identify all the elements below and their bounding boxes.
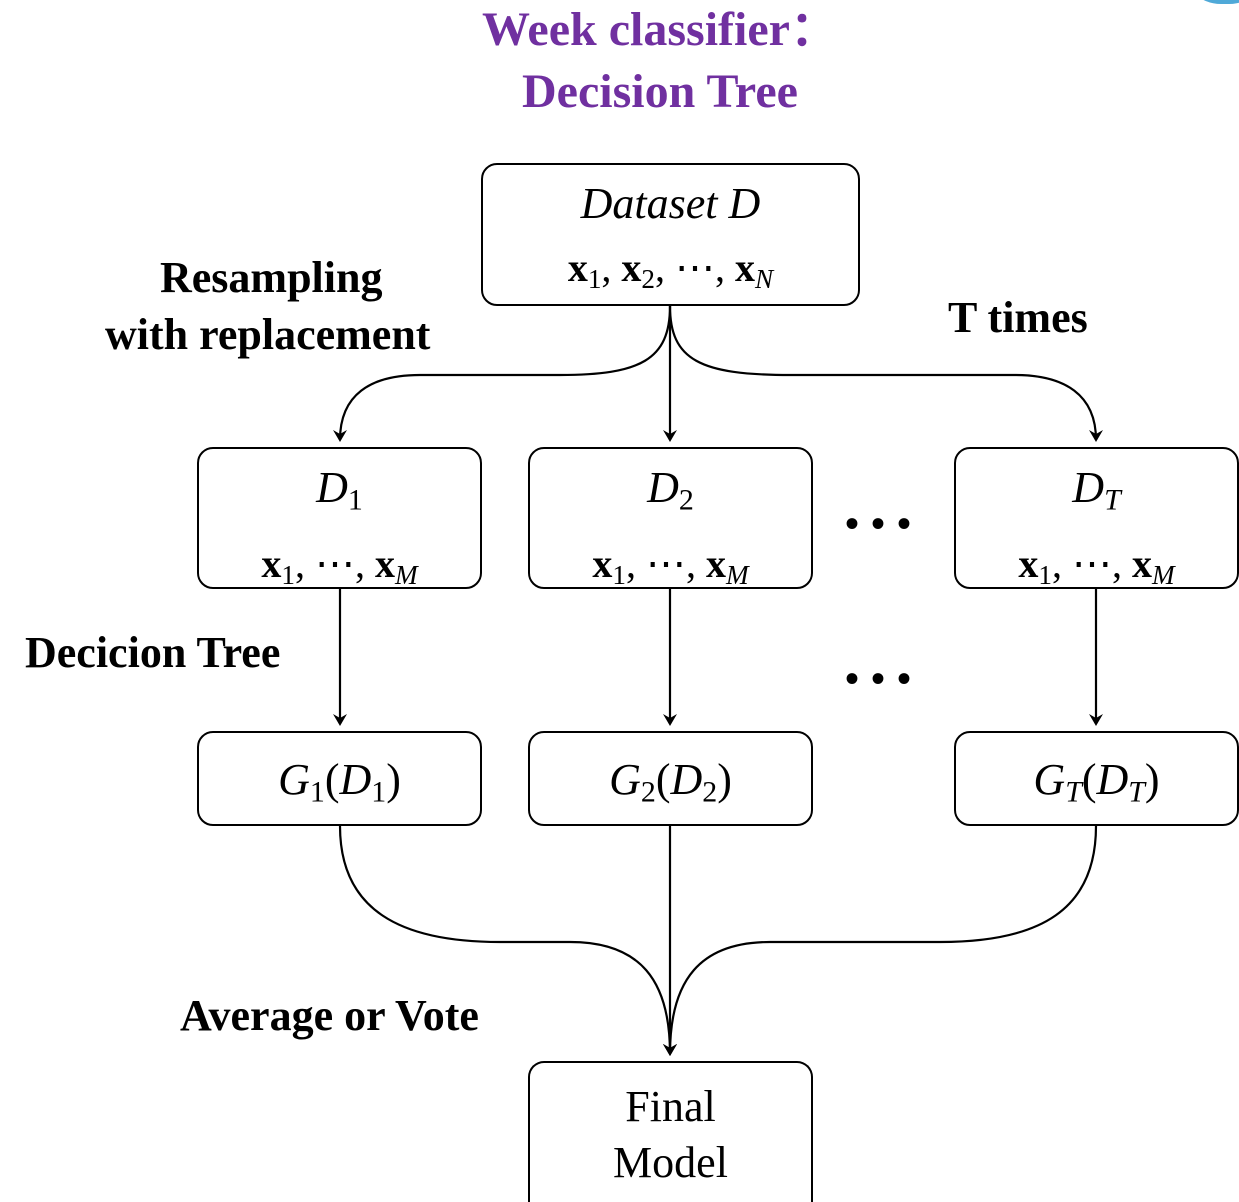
model-label: G1(D1) <box>278 755 401 809</box>
sub: 1 <box>587 263 602 294</box>
edge-dataset-to-dt <box>668 305 1103 442</box>
var-x: x <box>261 541 282 587</box>
model-box-1: G1(D1) <box>197 731 482 826</box>
resampling-label-line2: with replacement <box>105 310 431 359</box>
subset-title: DT <box>956 461 1237 527</box>
model-d: D <box>1096 755 1129 804</box>
model-g: G <box>1033 755 1066 804</box>
sub: 2 <box>702 775 718 809</box>
edge-g1-to-final <box>338 825 677 1056</box>
model-d: D <box>339 755 372 804</box>
subset-box-2: D2 x1, ⋯, xM <box>528 447 813 590</box>
model-d: D <box>670 755 703 804</box>
sub: M <box>725 560 749 591</box>
slide-title-line1: Week classifier： <box>482 3 838 56</box>
subset-vars: x1, ⋯, xM <box>1018 541 1175 591</box>
subset-title: D2 <box>530 461 811 527</box>
sub: 1 <box>1038 560 1052 591</box>
sub: T <box>1128 775 1145 809</box>
var-x: x <box>592 541 613 587</box>
dataset-box: Dataset D x1, x2, ⋯, xN <box>481 163 860 306</box>
dataset-symbol: D <box>728 179 761 228</box>
resampling-label-line1: Resampling <box>160 253 383 302</box>
subset-symbol: D <box>1072 463 1105 512</box>
var-x: x <box>705 541 726 587</box>
ellipsis: ⋯ <box>1071 541 1112 587</box>
sub: 2 <box>640 775 656 809</box>
t-times-label: T times <box>948 293 1088 342</box>
sub: 1 <box>281 560 295 591</box>
decicion-tree-label: Decicion Tree <box>25 628 281 677</box>
subset-vars: x1, ⋯, xM <box>592 541 749 591</box>
sub: M <box>394 560 418 591</box>
model-box-2: G2(D2) <box>528 731 813 826</box>
subset-box-1: D1 x1, ⋯, xM <box>197 447 482 590</box>
model-box-t: GT(DT) <box>954 731 1239 826</box>
var-x: x <box>374 541 395 587</box>
var-x: x <box>735 245 756 290</box>
subset-symbol: D <box>316 463 348 512</box>
final-line1: Final <box>625 1082 716 1131</box>
edge-gt-to-final <box>663 825 1098 1056</box>
dataset-vars: x1, x2, ⋯, xN <box>567 245 774 294</box>
var-x: x <box>1018 541 1039 587</box>
average-or-vote-label: Average or Vote <box>180 991 479 1040</box>
sub: 1 <box>309 775 325 809</box>
model-label: G2(D2) <box>609 755 732 809</box>
dataset-word: Dataset <box>580 179 718 228</box>
model-label: GT(DT) <box>1033 755 1160 809</box>
var-x: x <box>1131 541 1152 587</box>
var-x: x <box>567 245 588 290</box>
dataset-title: Dataset D <box>483 177 858 231</box>
ellipsis-dots-lower: ••• <box>845 656 924 701</box>
ellipsis-dots-upper: ••• <box>845 501 924 546</box>
subset-vars: x1, ⋯, xM <box>261 541 418 591</box>
ellipsis: ⋯ <box>314 541 355 587</box>
model-g: G <box>278 755 310 804</box>
slide-title-line2: Decision Tree <box>522 65 798 118</box>
sub: 1 <box>371 775 387 809</box>
sub: T <box>1065 775 1082 809</box>
sub: N <box>755 263 774 294</box>
sub: T <box>1104 483 1121 517</box>
sub: 1 <box>612 560 626 591</box>
sub: 2 <box>641 263 656 294</box>
subset-box-t: DT x1, ⋯, xM <box>954 447 1239 590</box>
ellipsis: ⋯ <box>675 245 716 290</box>
subset-symbol: D <box>647 463 679 512</box>
ellipsis: ⋯ <box>645 541 686 587</box>
model-g: G <box>609 755 641 804</box>
var-x: x <box>621 245 642 290</box>
final-model-box: Final Model <box>528 1061 813 1202</box>
sub: M <box>1151 560 1175 591</box>
sub: 1 <box>347 483 363 517</box>
edge-dataset-to-d1 <box>333 305 672 442</box>
final-line2: Model <box>613 1138 728 1187</box>
subset-title: D1 <box>199 461 480 527</box>
sub: 2 <box>678 483 694 517</box>
